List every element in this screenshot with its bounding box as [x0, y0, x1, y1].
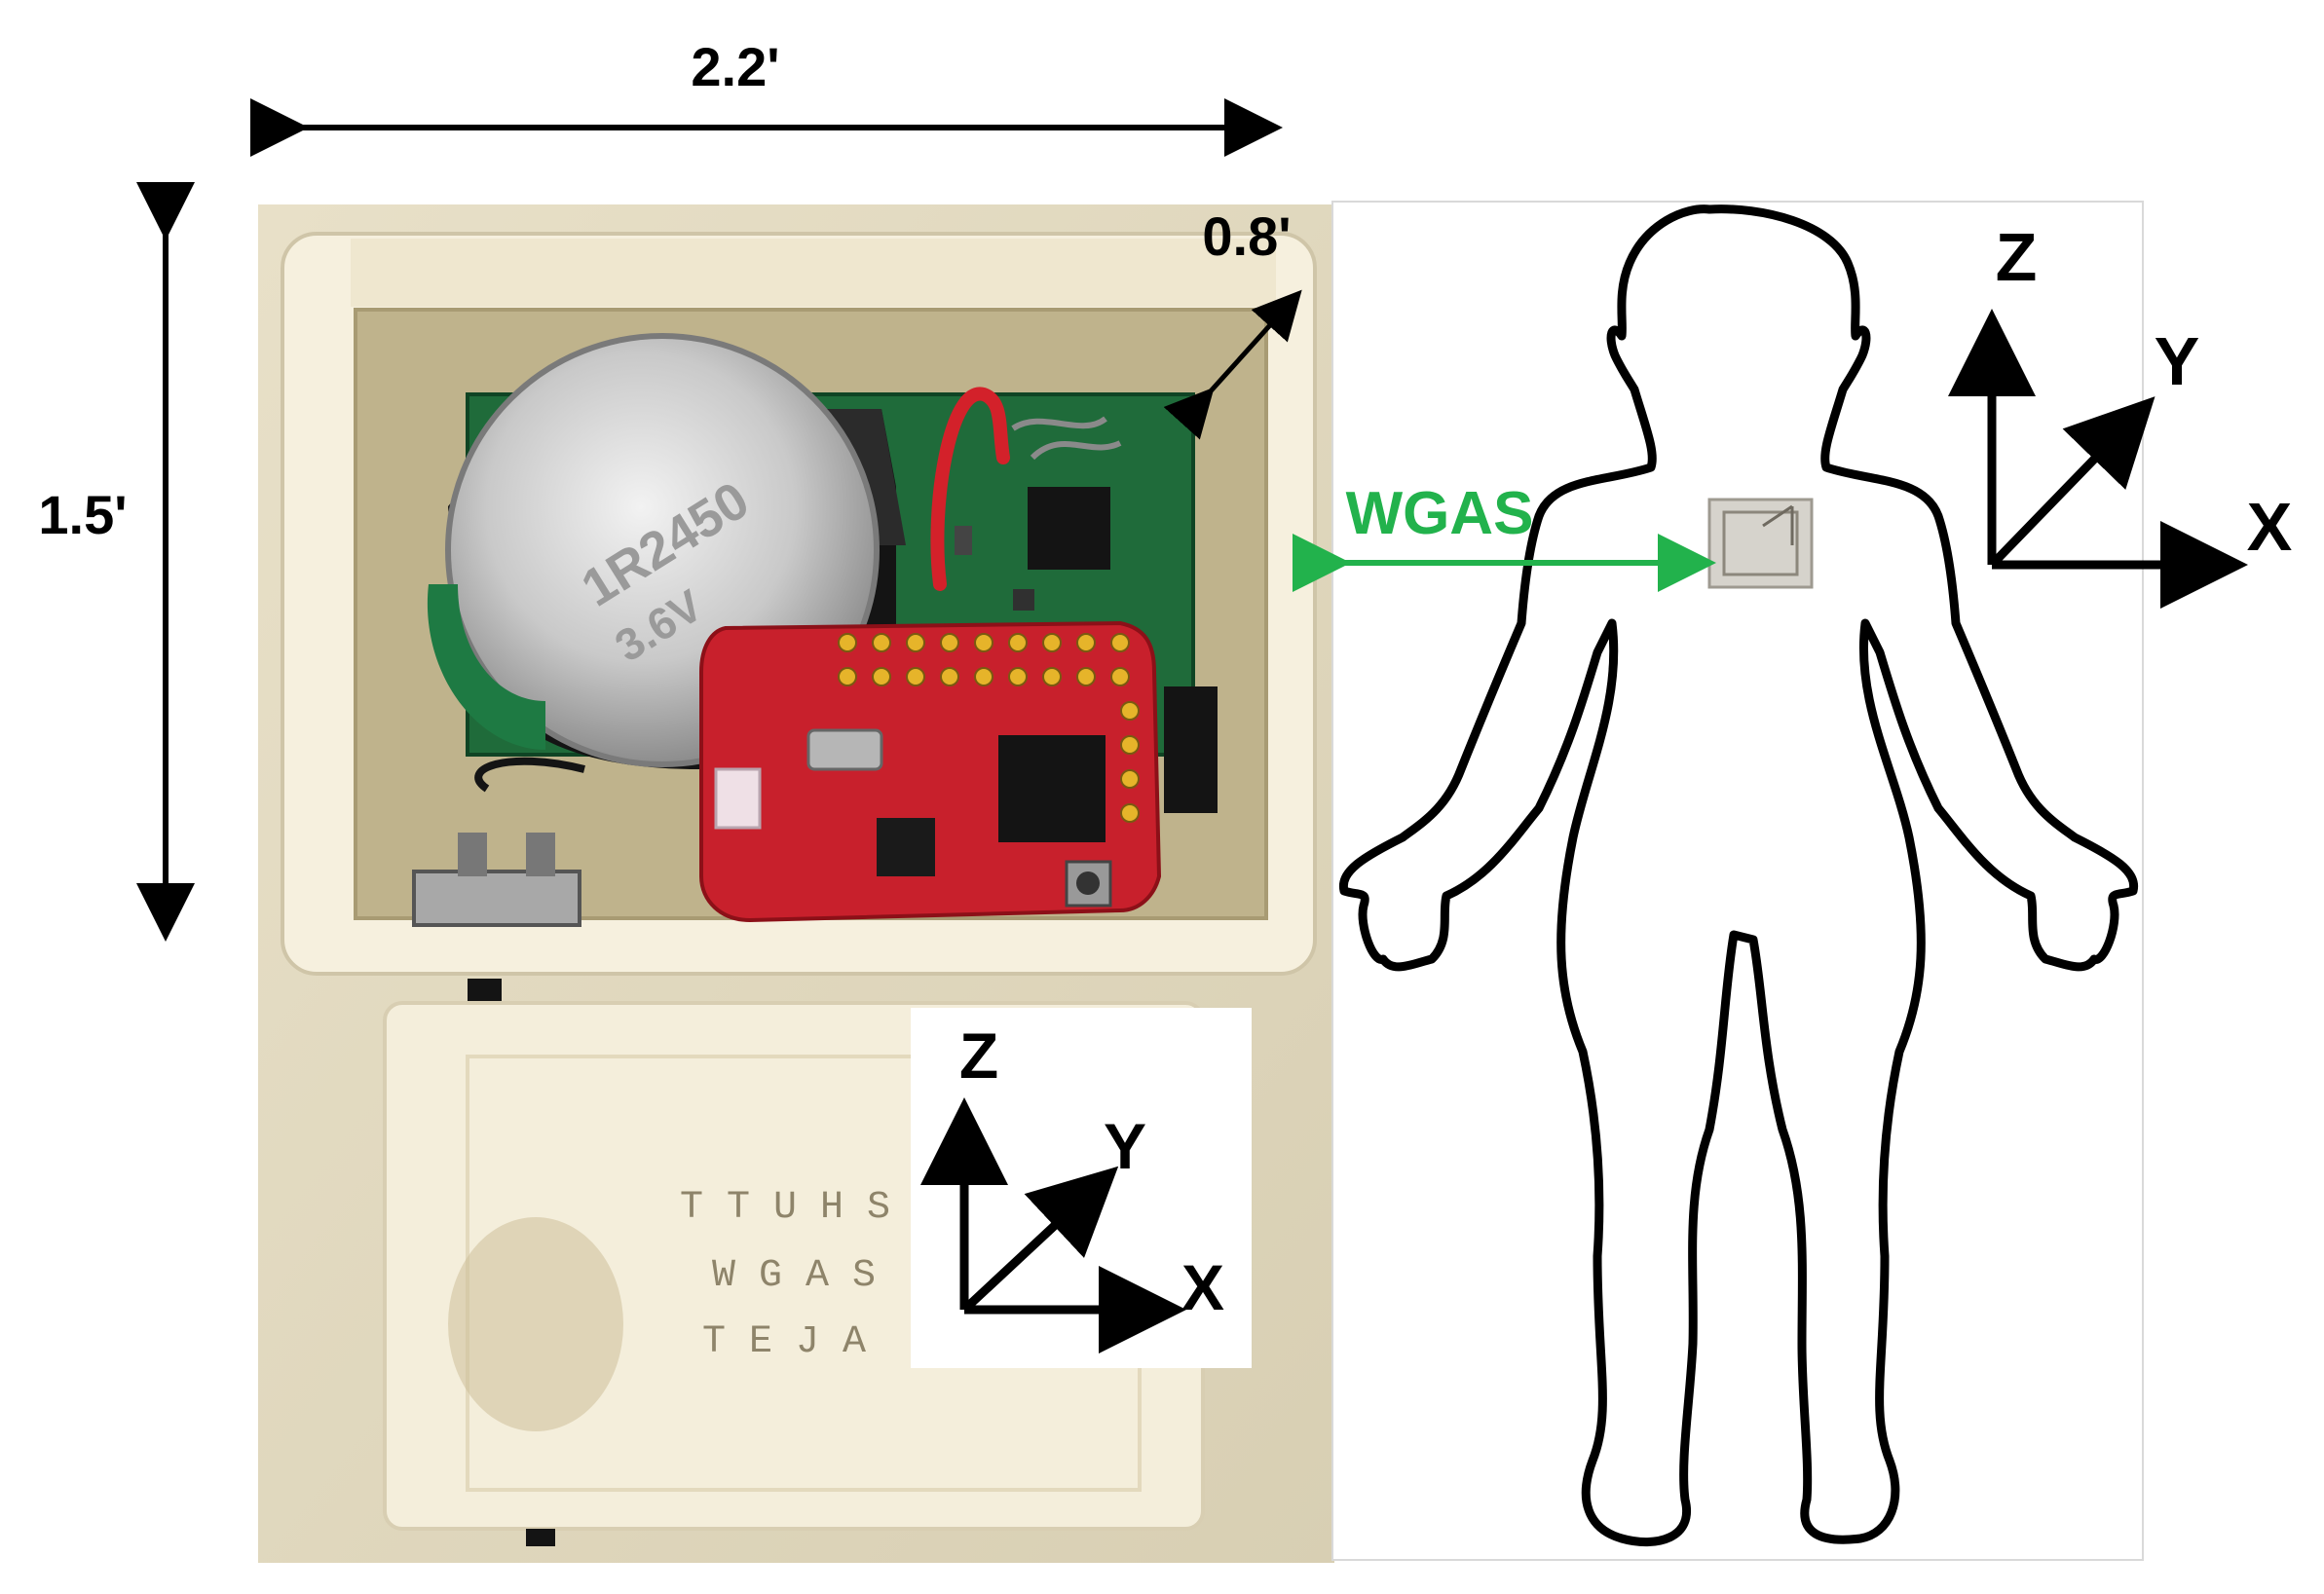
sensor-patch	[1707, 498, 1814, 589]
device-axis-y-label: Y	[1104, 1110, 1146, 1182]
depth-label: 0.8'	[1202, 205, 1291, 267]
device-axis-z-label: Z	[959, 1019, 998, 1092]
red-microcontroller-board	[699, 620, 1162, 923]
width-dimension: 2.2'	[250, 36, 1283, 157]
lid-text-line1: T T U H S C	[680, 1186, 937, 1230]
body-axes: Z Y X	[1948, 219, 2293, 609]
power-switch	[412, 870, 581, 927]
height-label: 1.5'	[38, 484, 127, 545]
height-dimension: 1.5'	[38, 182, 195, 942]
lid-text-line2: W G A S	[712, 1254, 876, 1298]
wgas-label: WGAS	[1346, 480, 1534, 547]
device-axes-inset: Z Y X	[911, 1008, 1252, 1368]
device-photo: 1R2450 3.6V	[258, 204, 1334, 1563]
human-silhouette	[1338, 204, 2139, 1547]
device-axis-x-label: X	[1181, 1251, 1224, 1323]
body-axis-z-label: Z	[1996, 219, 2038, 295]
depth-dimension: 0.8'	[1163, 205, 1302, 440]
body-axis-y-label: Y	[2155, 323, 2200, 399]
width-label: 2.2'	[691, 36, 779, 97]
body-panel: WGAS Z Y X	[1293, 201, 2293, 1561]
lid-text-line3: T E J A	[702, 1320, 866, 1364]
wgas-indicator: WGAS	[1293, 480, 1716, 592]
body-axis-x-label: X	[2247, 489, 2293, 565]
